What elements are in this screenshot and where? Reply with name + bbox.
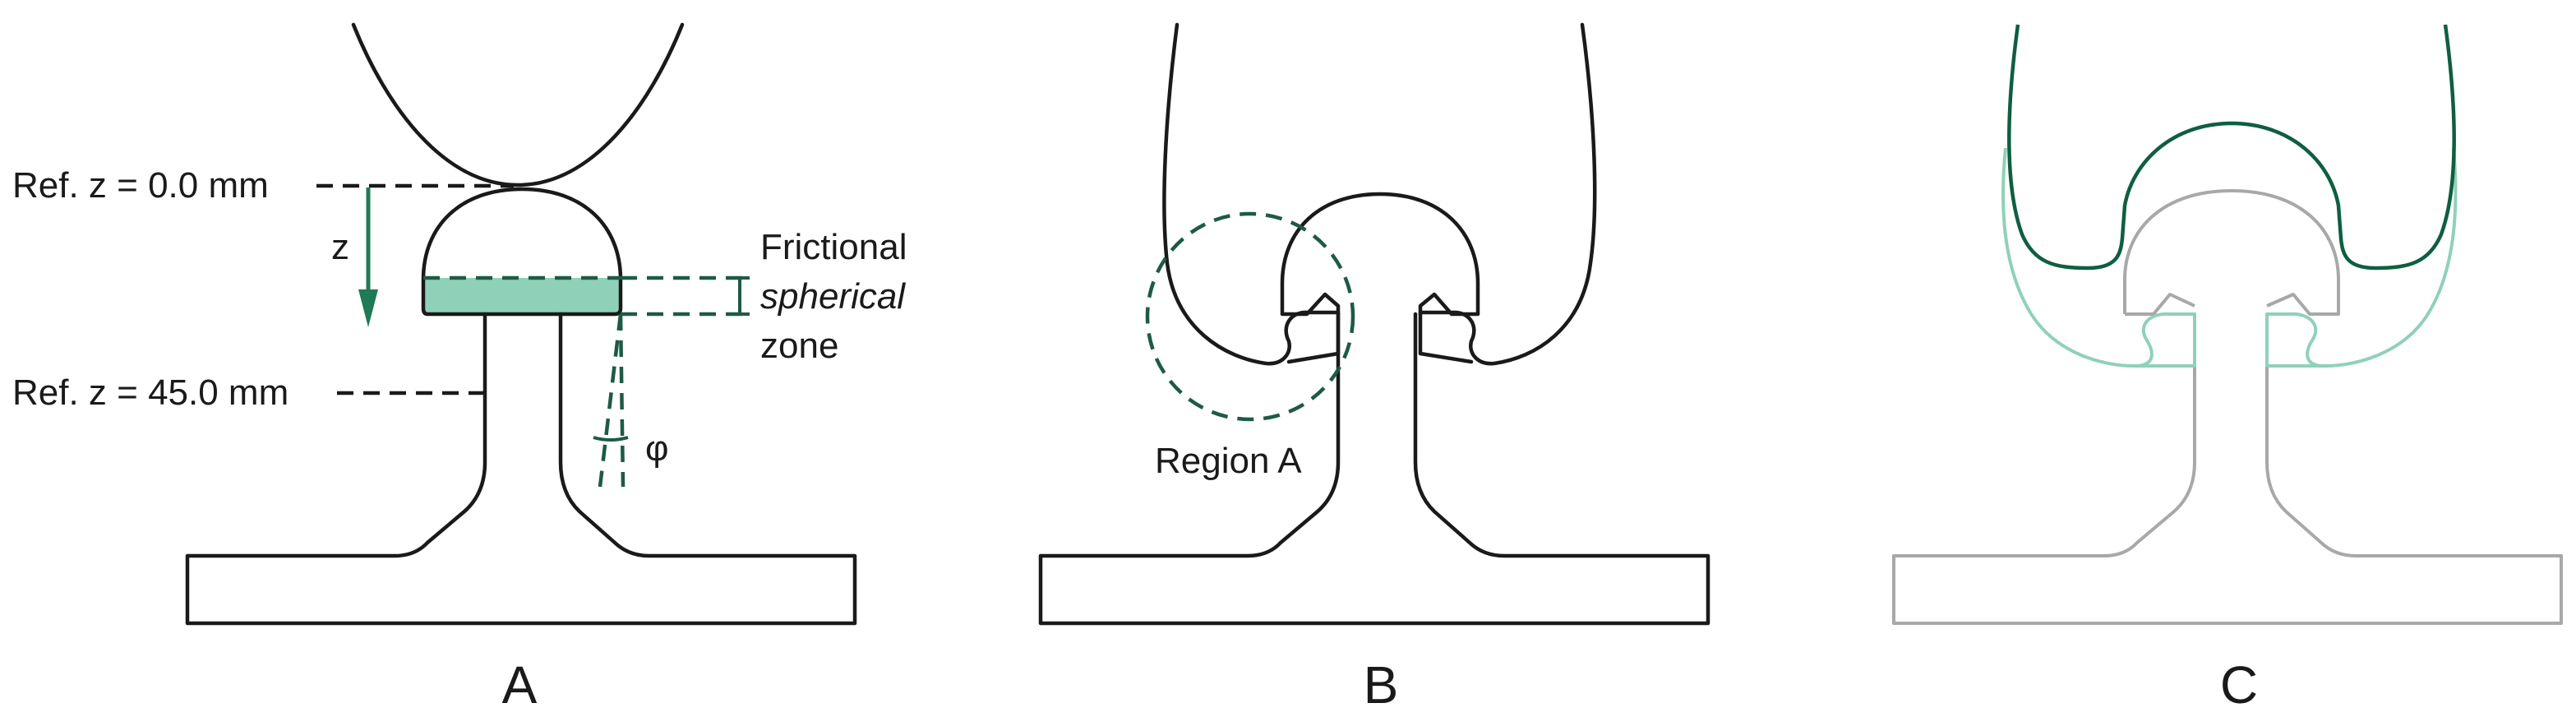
panel-b: Region A B <box>1038 22 1710 715</box>
panel-a-ref-bottom-label: Ref. z = 45.0 mm <box>12 372 289 413</box>
panel-b-region-circle <box>1145 211 1355 422</box>
panel-c-pad-deformed <box>2007 24 2456 271</box>
panel-a-z-arrow-head <box>358 289 378 327</box>
panel-b-head-outline <box>1280 192 1480 317</box>
panel-b-letter: B <box>1364 655 1399 715</box>
panel-a-zone-label-3: zone <box>760 326 838 366</box>
panel-a-angle-line-slant <box>598 313 623 488</box>
panel-a-angle-line-vertical <box>618 313 626 488</box>
panel-a-letter: A <box>502 655 538 715</box>
panel-a-angle-label: φ <box>645 428 669 469</box>
panel-a-frictional-zone-fill <box>423 278 621 314</box>
panel-c-pad-initial <box>2001 147 2458 368</box>
panel-b-region-label: Region A <box>1155 441 1302 481</box>
panel-a-zone-label-2: spherical <box>760 276 906 317</box>
panel-a-ref-top-label: Ref. z = 0.0 mm <box>12 165 269 206</box>
panel-b-stem-outline <box>1038 312 1710 626</box>
panel-a: Ref. z = 0.0 mm z Ref. z = 45.0 mm Frict… <box>12 22 907 715</box>
panel-a-angle-arc <box>593 436 629 442</box>
panel-a-head-outline <box>421 187 623 317</box>
panel-c: C <box>1892 24 2563 715</box>
panel-c-head-ghost <box>2123 189 2340 316</box>
panel-a-zone-label-1: Frictional <box>760 227 907 267</box>
panel-a-indenter <box>351 22 685 187</box>
panel-a-stem-outline <box>185 312 857 626</box>
panel-c-letter: C <box>2220 655 2258 715</box>
panel-a-z-label: z <box>331 227 349 267</box>
panel-c-base-ghost <box>1892 314 2563 625</box>
panel-b-pad-outline <box>1162 22 1597 366</box>
